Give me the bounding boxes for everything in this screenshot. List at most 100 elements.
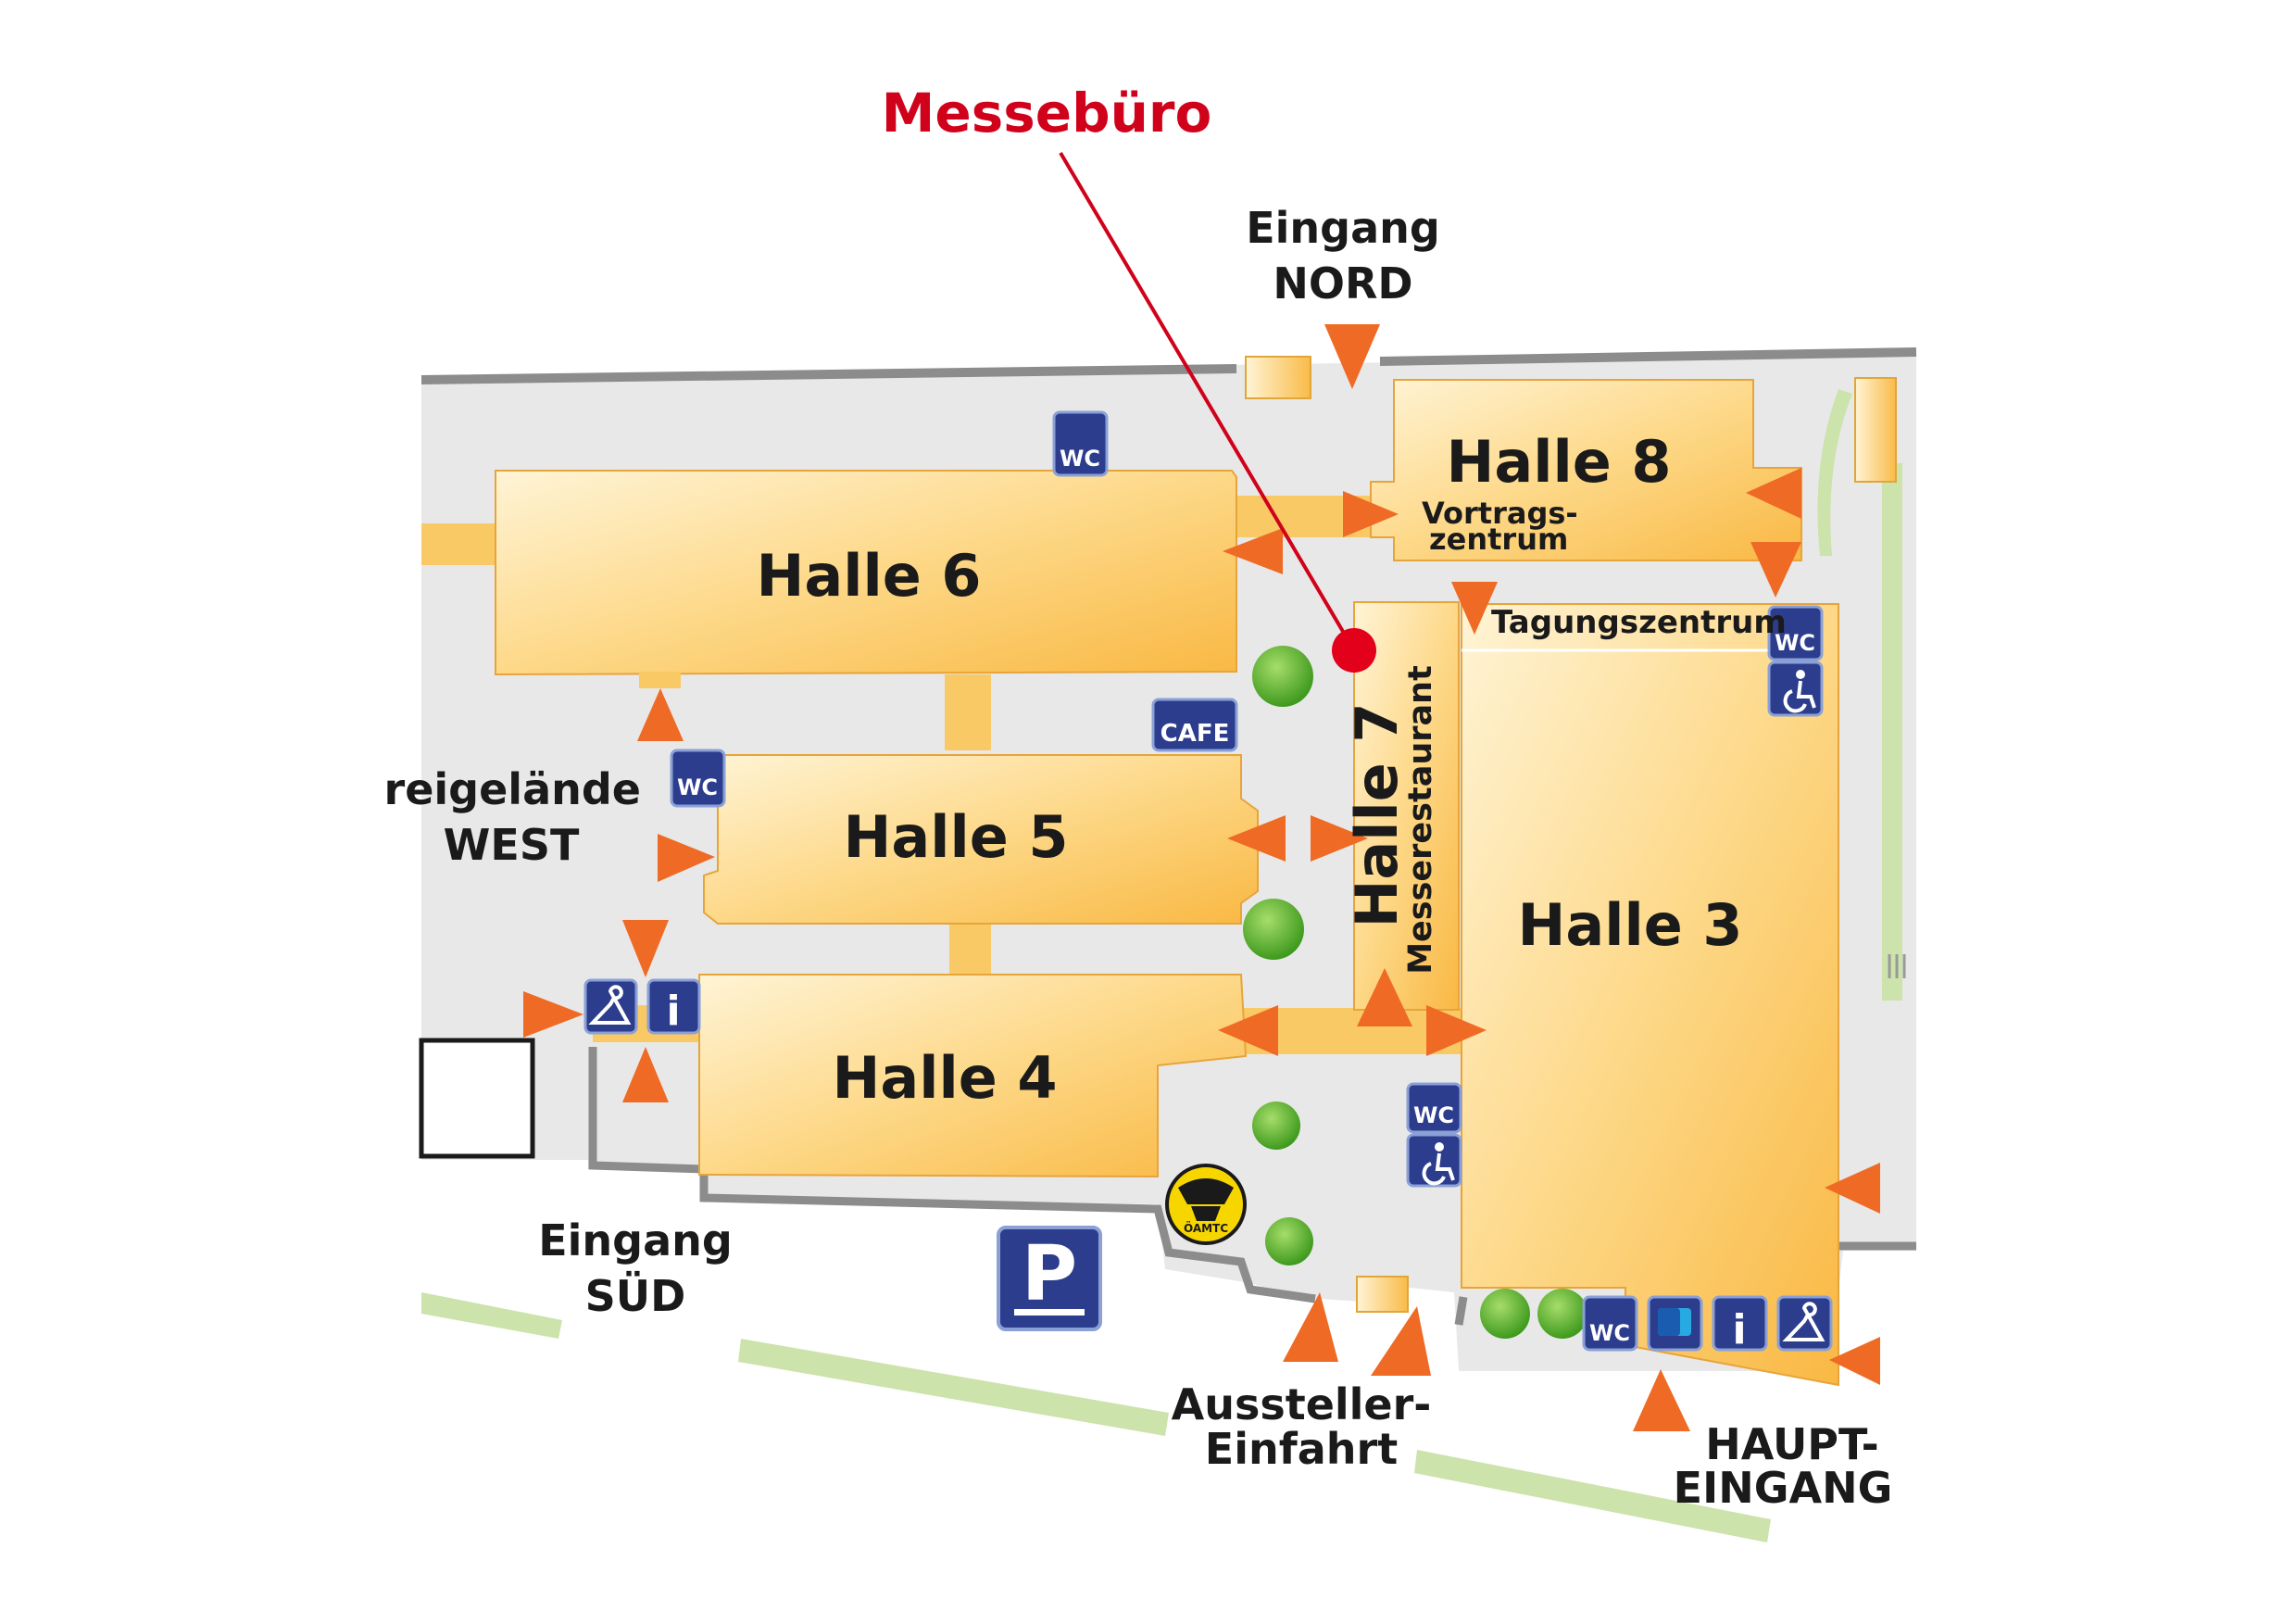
north-wall (420, 347, 1917, 384)
haupteingang-label-2: EINGANG (1674, 1463, 1893, 1513)
green-strip-south-3 (1414, 1450, 1771, 1542)
connector-5-4 (949, 919, 991, 975)
halle-3 (1461, 603, 1839, 1387)
halle-6 (495, 470, 1237, 676)
halle-7-label: Halle 7 (1343, 702, 1411, 927)
arrow-left-haupt (1829, 1337, 1880, 1385)
tree (1265, 1217, 1313, 1265)
cafe-text: CAFE (1161, 720, 1230, 748)
oeamtc-text: ÖAMTC (1184, 1221, 1228, 1235)
wc-text: WC (1060, 446, 1100, 472)
eingang-sued-label-1: Eingang (538, 1215, 733, 1265)
office-title: Messebüro (882, 82, 1212, 145)
halle-8 (1370, 379, 1802, 561)
freigelaende-west-label-1: reigelände (384, 764, 641, 814)
halle-5-label: Halle 5 (843, 803, 1068, 871)
aussteller-einfahrt-label-2: Einfahrt (1205, 1424, 1398, 1474)
tree (1252, 646, 1313, 707)
wc-text: WC (677, 774, 718, 800)
parking-text: P (1022, 1230, 1077, 1318)
halle-6-label: Halle 6 (756, 542, 981, 610)
wc-icon: WC (1406, 1082, 1462, 1134)
arrow-up-aussteller-2 (1371, 1306, 1431, 1376)
haupt-wall (1454, 1296, 1468, 1326)
wc-text: WC (1589, 1320, 1630, 1346)
wheelchair-icon (1767, 661, 1824, 717)
wc-text: WC (1413, 1102, 1454, 1128)
arrow-up-halle4-west (622, 1047, 669, 1102)
info-text: i (1732, 1306, 1746, 1353)
tree (1480, 1289, 1530, 1339)
arrow-up-halle6 (637, 688, 684, 741)
office-pointer-line (1059, 151, 1356, 652)
aussteller-einfahrt-label-1: Aussteller- (1172, 1379, 1432, 1429)
info-icon: i (1712, 1295, 1768, 1353)
cloakroom-icon (1776, 1295, 1833, 1352)
arrow-left-halle4-east (1218, 1005, 1278, 1056)
eingang-nord-label-2: NORD (1273, 258, 1412, 308)
halle-5 (703, 754, 1259, 925)
wc-text: WC (1775, 630, 1815, 656)
arrow-right-to-8 (1343, 491, 1399, 537)
tree (1252, 1102, 1300, 1150)
arrow-down-east-8 (1750, 542, 1801, 598)
halle-6-annex (639, 672, 681, 688)
trees (1243, 646, 1587, 1339)
halle-4-label: Halle 4 (832, 1044, 1057, 1112)
atm-icon (1647, 1295, 1703, 1352)
vortragszentrum-label-1: Vortrags- (1422, 496, 1578, 531)
eingang-nord-label-1: Eingang (1246, 203, 1440, 253)
freigelaende-west-label-2: WEST (444, 820, 580, 870)
arrow-down-halle5-west (622, 920, 669, 977)
arrows (523, 324, 1880, 1431)
south-wall (588, 1047, 1316, 1303)
connector-6-5 (945, 674, 991, 750)
halle-4 (698, 974, 1248, 1178)
office-marker (1332, 628, 1376, 673)
wc-icon: WC (1582, 1295, 1638, 1352)
haupteingang-label-1: HAUPT- (1705, 1419, 1878, 1469)
halle-8-label: Halle 8 (1446, 428, 1671, 496)
wheelchair-icon (1406, 1133, 1462, 1188)
green-strip-east-2 (1882, 463, 1902, 1001)
info-text: i (666, 988, 680, 1035)
oeamtc-logo: ÖAMTC (1165, 1164, 1247, 1245)
arrow-down-nord (1324, 324, 1380, 389)
green-strip-east (1817, 389, 1852, 556)
green-strip-south-1 (421, 1292, 562, 1339)
parking-icon: P (997, 1226, 1102, 1331)
east-kiosk (1854, 377, 1897, 483)
wc-icon: WC (1052, 410, 1109, 477)
south-booth (1356, 1276, 1409, 1313)
arrow-right-halle5-west (658, 834, 715, 882)
arrow-right-halle3 (1426, 1005, 1487, 1056)
north-booth (1245, 356, 1311, 399)
wc-icon: WC (670, 749, 726, 808)
eingang-sued-label-2: SÜD (585, 1271, 686, 1321)
messerestaurant-label: Messerestaurant (1402, 665, 1439, 975)
cafe-icon: CAFE (1151, 698, 1238, 752)
arrow-up-aussteller-1 (1283, 1292, 1338, 1362)
halle-7 (1353, 601, 1460, 1011)
arrow-up-haupt (1633, 1369, 1690, 1431)
arrow-down-tagung (1451, 582, 1498, 635)
west-building (419, 1038, 535, 1159)
vortragszentrum-label-2: zentrum (1429, 522, 1568, 557)
wc-icon: WC (1767, 605, 1824, 661)
arrow-left-east-8 (1746, 468, 1801, 519)
halle-3-label: Halle 3 (1517, 891, 1742, 959)
cloakroom-icon (583, 978, 638, 1035)
east-hatch (1888, 954, 1906, 978)
arrow-left-halle5-east (1227, 815, 1286, 862)
arrow-right-west-4 (523, 991, 583, 1038)
arrow-up-halle7 (1357, 968, 1412, 1026)
arrow-right-halle7 (1311, 815, 1368, 862)
green-strip-south-2 (738, 1339, 1169, 1436)
connector-west-6 (421, 523, 496, 565)
tagungszentrum-label: Tagungszentrum (1491, 604, 1787, 641)
tree (1537, 1289, 1587, 1339)
info-icon: i (646, 978, 701, 1035)
arrow-left-halle3-east (1825, 1163, 1880, 1214)
arrow-left-to-6 (1223, 528, 1283, 574)
